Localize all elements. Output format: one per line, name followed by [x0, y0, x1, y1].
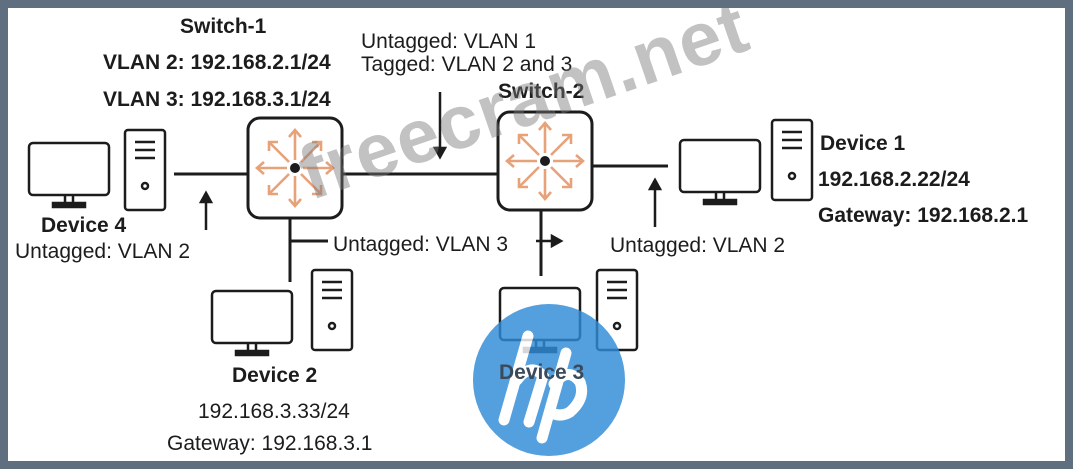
- switch-1-title: Switch-1: [180, 15, 267, 38]
- diagram-frame: Switch-1 VLAN 2: 192.168.2.1/24 VLAN 3: …: [8, 8, 1065, 461]
- device-1-port-label: Untagged: VLAN 2: [610, 234, 786, 257]
- switch-1-vlan2-label: VLAN 2: 192.168.2.1/24: [103, 51, 331, 74]
- device-4-monitor-icon: [27, 141, 111, 209]
- device-4-name: Device 4: [41, 214, 127, 237]
- device-1-monitor-icon: [678, 138, 762, 206]
- switch-1-vlan3-label: VLAN 3: 192.168.3.1/24: [103, 88, 331, 111]
- trunk-tagged-label: Tagged: VLAN 2 and 3: [361, 53, 573, 76]
- device-4-port-label: Untagged: VLAN 2: [15, 240, 191, 263]
- device-2-ip: 192.168.3.33/24: [198, 400, 350, 423]
- switch-2-title: Switch-2: [498, 80, 585, 103]
- hp-logo-watermark-icon: [473, 304, 625, 456]
- switch-1-icon: [246, 116, 344, 220]
- device-1-ip: 192.168.2.22/24: [818, 168, 970, 191]
- device-4-tower-icon: [123, 128, 167, 212]
- device-1-gateway: Gateway: 192.168.2.1: [818, 204, 1029, 227]
- device-2-monitor-icon: [210, 289, 294, 357]
- device-2-gateway: Gateway: 192.168.3.1: [167, 432, 373, 455]
- device-2-port-label: Untagged: VLAN 3: [333, 233, 509, 256]
- device-3-name: Device 3: [499, 361, 585, 384]
- device-1-name: Device 1: [820, 132, 906, 155]
- network-diagram: [27, 92, 814, 456]
- switch-2-icon: [496, 110, 594, 212]
- device-2-name: Device 2: [232, 364, 318, 387]
- device-2-tower-icon: [310, 268, 354, 352]
- device-1-tower-icon: [770, 118, 814, 202]
- trunk-untagged-label: Untagged: VLAN 1: [361, 30, 537, 53]
